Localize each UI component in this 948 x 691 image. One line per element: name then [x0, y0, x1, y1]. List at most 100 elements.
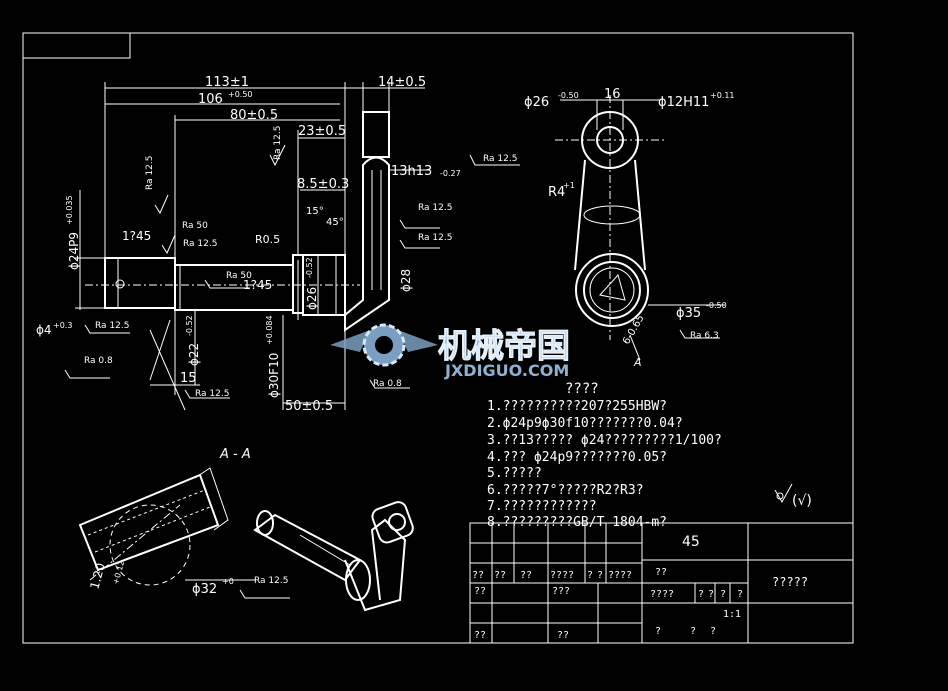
site-watermark: 机械帝国 JXDIGUO.COM [330, 323, 571, 380]
drawing-frame [22, 32, 854, 644]
dim-phi30f10-tol: +0.084 [265, 315, 274, 345]
dim-45: 45° [326, 217, 344, 228]
dim-113: 113±1 [205, 75, 249, 90]
finish-symbol: (√) [792, 493, 812, 509]
part-name: ????? [772, 575, 808, 589]
dim-phi26: ϕ26 [305, 287, 319, 310]
ra-k: Ra 50 [226, 271, 252, 281]
dim-phi24p9: ϕ24P9 [67, 232, 81, 270]
ra-j: Ra 12.5 [195, 389, 229, 399]
ra-b: Ra 50 [182, 221, 208, 231]
watermark-brand: 机械帝国 [438, 326, 570, 365]
title-block: 45 ????? ?? ?? ?? ???? ? ? ???? ?? ?? ??… [469, 522, 854, 644]
dim-r4-tol: +1 [563, 181, 575, 190]
technical-notes: ???? 1.??????????207?255HBW? 2.ϕ24p9ϕ30f… [487, 381, 812, 530]
dim-106-tol: +0.50 [228, 90, 253, 99]
dim-phi28: ϕ28 [399, 269, 413, 292]
dim-23: 23±0.5 [298, 124, 346, 139]
dim-phi12h11: ϕ12H11 [658, 95, 709, 110]
roughness-symbol [774, 483, 793, 504]
dim-phi22: ϕ22 [187, 343, 201, 366]
ra-section: Ra 12.5 [254, 576, 288, 586]
ra-i: Ra 0.8 [84, 356, 113, 366]
title-cell: ? [690, 626, 696, 637]
title-cell: ?? [494, 570, 506, 581]
title-cell: ?? [655, 567, 667, 578]
title-cell: ? [587, 570, 593, 581]
title-cell: ?? [474, 586, 486, 597]
ra-side: Ra 6.3 [690, 331, 719, 341]
dim-13h13: 13h13 [391, 164, 432, 179]
title-cell: ???? [550, 570, 574, 581]
dim-1-20: 1.20 [87, 561, 107, 590]
note-line: 2.ϕ24p9ϕ30f10???????0.04? [487, 416, 683, 431]
side-view [555, 95, 725, 361]
watermark-site: JXDIGUO.COM [444, 361, 569, 380]
scale: 1:1 [723, 609, 741, 620]
dim-phi26-tol: -0.52 [305, 257, 314, 278]
dim-chamfer-2: 1?45 [243, 278, 272, 292]
dim-13h13-tol: -0.27 [440, 169, 461, 178]
title-cell: ? [720, 589, 726, 600]
title-cell: ? [698, 589, 704, 600]
title-cell: ?? [474, 630, 486, 641]
dim-8-5: 8.5±0.3 [297, 177, 349, 192]
note-line: 6.?????7°?????R2?R3? [487, 483, 644, 498]
title-cell: ? [708, 589, 714, 600]
note-line: 1.??????????207?255HBW? [487, 399, 667, 414]
dim-phi4-tol: +0.3 [53, 321, 72, 330]
dim-r05: R0.5 [255, 233, 280, 246]
dim-phi4: ϕ4 [36, 323, 52, 337]
title-cell: ?? [520, 570, 532, 581]
title-cell: ? [737, 589, 743, 600]
dim-r4: R4 [548, 185, 565, 200]
note-line: 3.??13????? ϕ24?????????1/100? [487, 433, 722, 448]
title-cell: ??? [552, 586, 570, 597]
title-cell: ???? [650, 589, 674, 600]
dim-50: 50±0.5 [285, 399, 333, 414]
dim-80: 80±0.5 [230, 108, 278, 123]
title-cell: ? [655, 626, 661, 637]
ra-a: Ra 12.5 [145, 156, 155, 190]
dim-15: 15 [180, 371, 197, 386]
section-view-labels: A - A ϕ32 +0 1.20 +0.12 Ra 12.5 [87, 447, 288, 597]
section-title: A - A [219, 447, 251, 462]
front-view [64, 82, 520, 411]
dim-065: 6-0.65 [621, 313, 647, 346]
title-cell: ?? [557, 630, 569, 641]
isometric-view [253, 501, 414, 612]
ra-l: Ra 0.8 [373, 379, 402, 389]
ra-d: Ra 12.5 [273, 126, 283, 160]
dim-phi26-side: ϕ26 [524, 95, 549, 110]
dim-14: 14±0.5 [378, 75, 426, 90]
dim-phi32-tol: +0 [222, 577, 234, 586]
dim-phi12h11-tol: +0.11 [710, 91, 735, 100]
dim-phi30f10: ϕ30F10 [267, 353, 281, 398]
note-line: 7.???????????? [487, 499, 597, 514]
notes-heading: ???? [565, 381, 599, 397]
ra-h: Ra 12.5 [95, 321, 129, 331]
dim-phi24p9-tol: +0.035 [65, 195, 74, 225]
title-cell: ?? [472, 570, 484, 581]
front-view-labels: 113±1 106 +0.50 80±0.5 23±0.5 14±0.5 13h… [36, 75, 517, 414]
dim-phi32: ϕ32 [192, 582, 217, 597]
note-line: 5.????? [487, 466, 542, 481]
ra-g: Ra 12.5 [483, 154, 517, 164]
dim-phi26-side-tol: -0.50 [558, 91, 579, 100]
dim-chamfer-1: 1?45 [122, 229, 151, 243]
material: 45 [682, 534, 700, 550]
dim-phi35-tol: -0.50 [706, 301, 727, 310]
ra-c: Ra 12.5 [183, 239, 217, 249]
title-cell: ? [710, 626, 716, 637]
note-line: 4.??? ϕ24p9???????0.05? [487, 450, 667, 465]
dim-phi35: ϕ35 [676, 306, 701, 321]
dim-106: 106 [198, 92, 223, 107]
section-arrow-label: A [633, 356, 642, 369]
dim-phi22-tol: -0.52 [185, 315, 194, 336]
dim-15-deg: 15° [306, 206, 324, 217]
title-cell: ???? [608, 570, 632, 581]
title-cell: ? [597, 570, 603, 581]
ra-f: Ra 12.5 [418, 233, 452, 243]
section-view [78, 467, 290, 599]
